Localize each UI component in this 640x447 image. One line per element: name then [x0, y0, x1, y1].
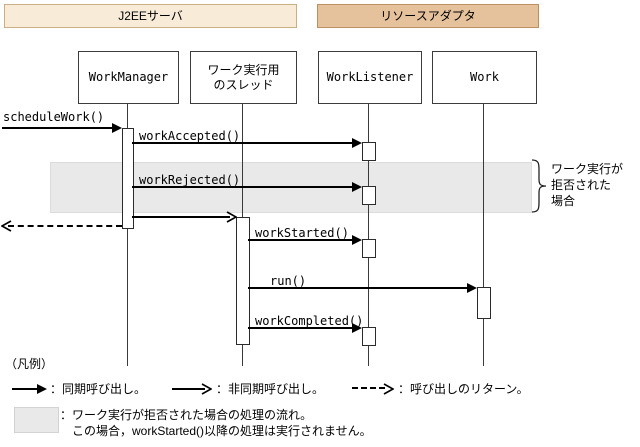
message-label-run: run()	[270, 274, 307, 288]
sync-arrowhead-icon	[352, 138, 362, 148]
message-workcompleted-line	[248, 327, 353, 329]
message-workaccepted-line	[132, 142, 353, 144]
message-label-workrejected: workRejected()	[139, 173, 241, 187]
message-schedulework-line	[2, 127, 114, 129]
activation-worklistener-accepted	[362, 142, 376, 161]
message-async-start-thread-line	[132, 216, 230, 218]
condition-note: ワーク実行が 拒否された 場合	[551, 162, 624, 208]
sync-arrowhead-icon	[112, 123, 122, 133]
message-label-workstarted: workStarted()	[255, 226, 349, 240]
sync-arrowhead-icon	[352, 323, 362, 333]
activation-worklistener-completed	[362, 327, 376, 346]
legend-title: （凡例）	[5, 357, 54, 371]
legend-return-arrowhead-icon	[383, 383, 394, 395]
activation-worklistener-started	[362, 239, 376, 258]
participant-workmanager: WorkManager	[78, 51, 179, 104]
legend-highlight-line1: ：ワーク実行が拒否された場合の処理の流れ。	[60, 408, 313, 422]
participant-work-thread: ワーク実行用 のスレッド	[190, 51, 297, 104]
lifeline-workmanager	[127, 102, 128, 366]
participant-work: Work	[432, 51, 537, 104]
legend-highlight-line2: この場合，workStarted()以降の処理は実行されません。	[72, 424, 372, 438]
legend-sync-arrow-icon	[12, 388, 38, 390]
sync-arrowhead-icon	[352, 235, 362, 245]
sync-arrowhead-icon	[467, 283, 477, 293]
activation-work-thread	[236, 217, 250, 345]
lifeline-work	[483, 102, 484, 366]
legend-sync-label: ：同期呼び出し。	[50, 382, 147, 396]
activation-worklistener-rejected	[362, 186, 376, 205]
legend-sync-arrowhead-icon	[37, 384, 47, 394]
legend-async-label: ：非同期呼び出し。	[216, 382, 325, 396]
message-label-schedulework: scheduleWork()	[3, 110, 105, 124]
participant-worklistener: WorkListener	[318, 51, 422, 104]
message-return-line	[8, 225, 122, 227]
message-workstarted-line	[248, 239, 353, 241]
legend-async-arrow-icon	[172, 388, 205, 390]
return-arrowhead-icon	[1, 220, 12, 232]
async-arrowhead-icon	[226, 211, 237, 223]
lifeline-worklistener	[368, 102, 369, 366]
group-header-j2ee-server: J2EEサーバ	[4, 4, 297, 28]
activation-work-run	[477, 287, 491, 319]
sync-arrowhead-icon	[352, 182, 362, 192]
message-label-workaccepted: workAccepted()	[139, 129, 241, 143]
activation-workmanager	[122, 128, 134, 229]
legend-highlight-swatch	[14, 407, 59, 433]
brace-annotation-icon	[531, 159, 547, 213]
legend-async-arrowhead-icon	[201, 383, 212, 395]
message-label-workcompleted: workCompleted()	[255, 314, 364, 328]
legend-return-arrow-icon	[352, 387, 385, 389]
legend-return-label: ：呼び出しのリターン。	[398, 382, 529, 396]
message-workrejected-line	[132, 186, 353, 188]
message-run-line	[248, 287, 468, 289]
group-header-resource-adapter: リソースアダプタ	[317, 4, 539, 28]
